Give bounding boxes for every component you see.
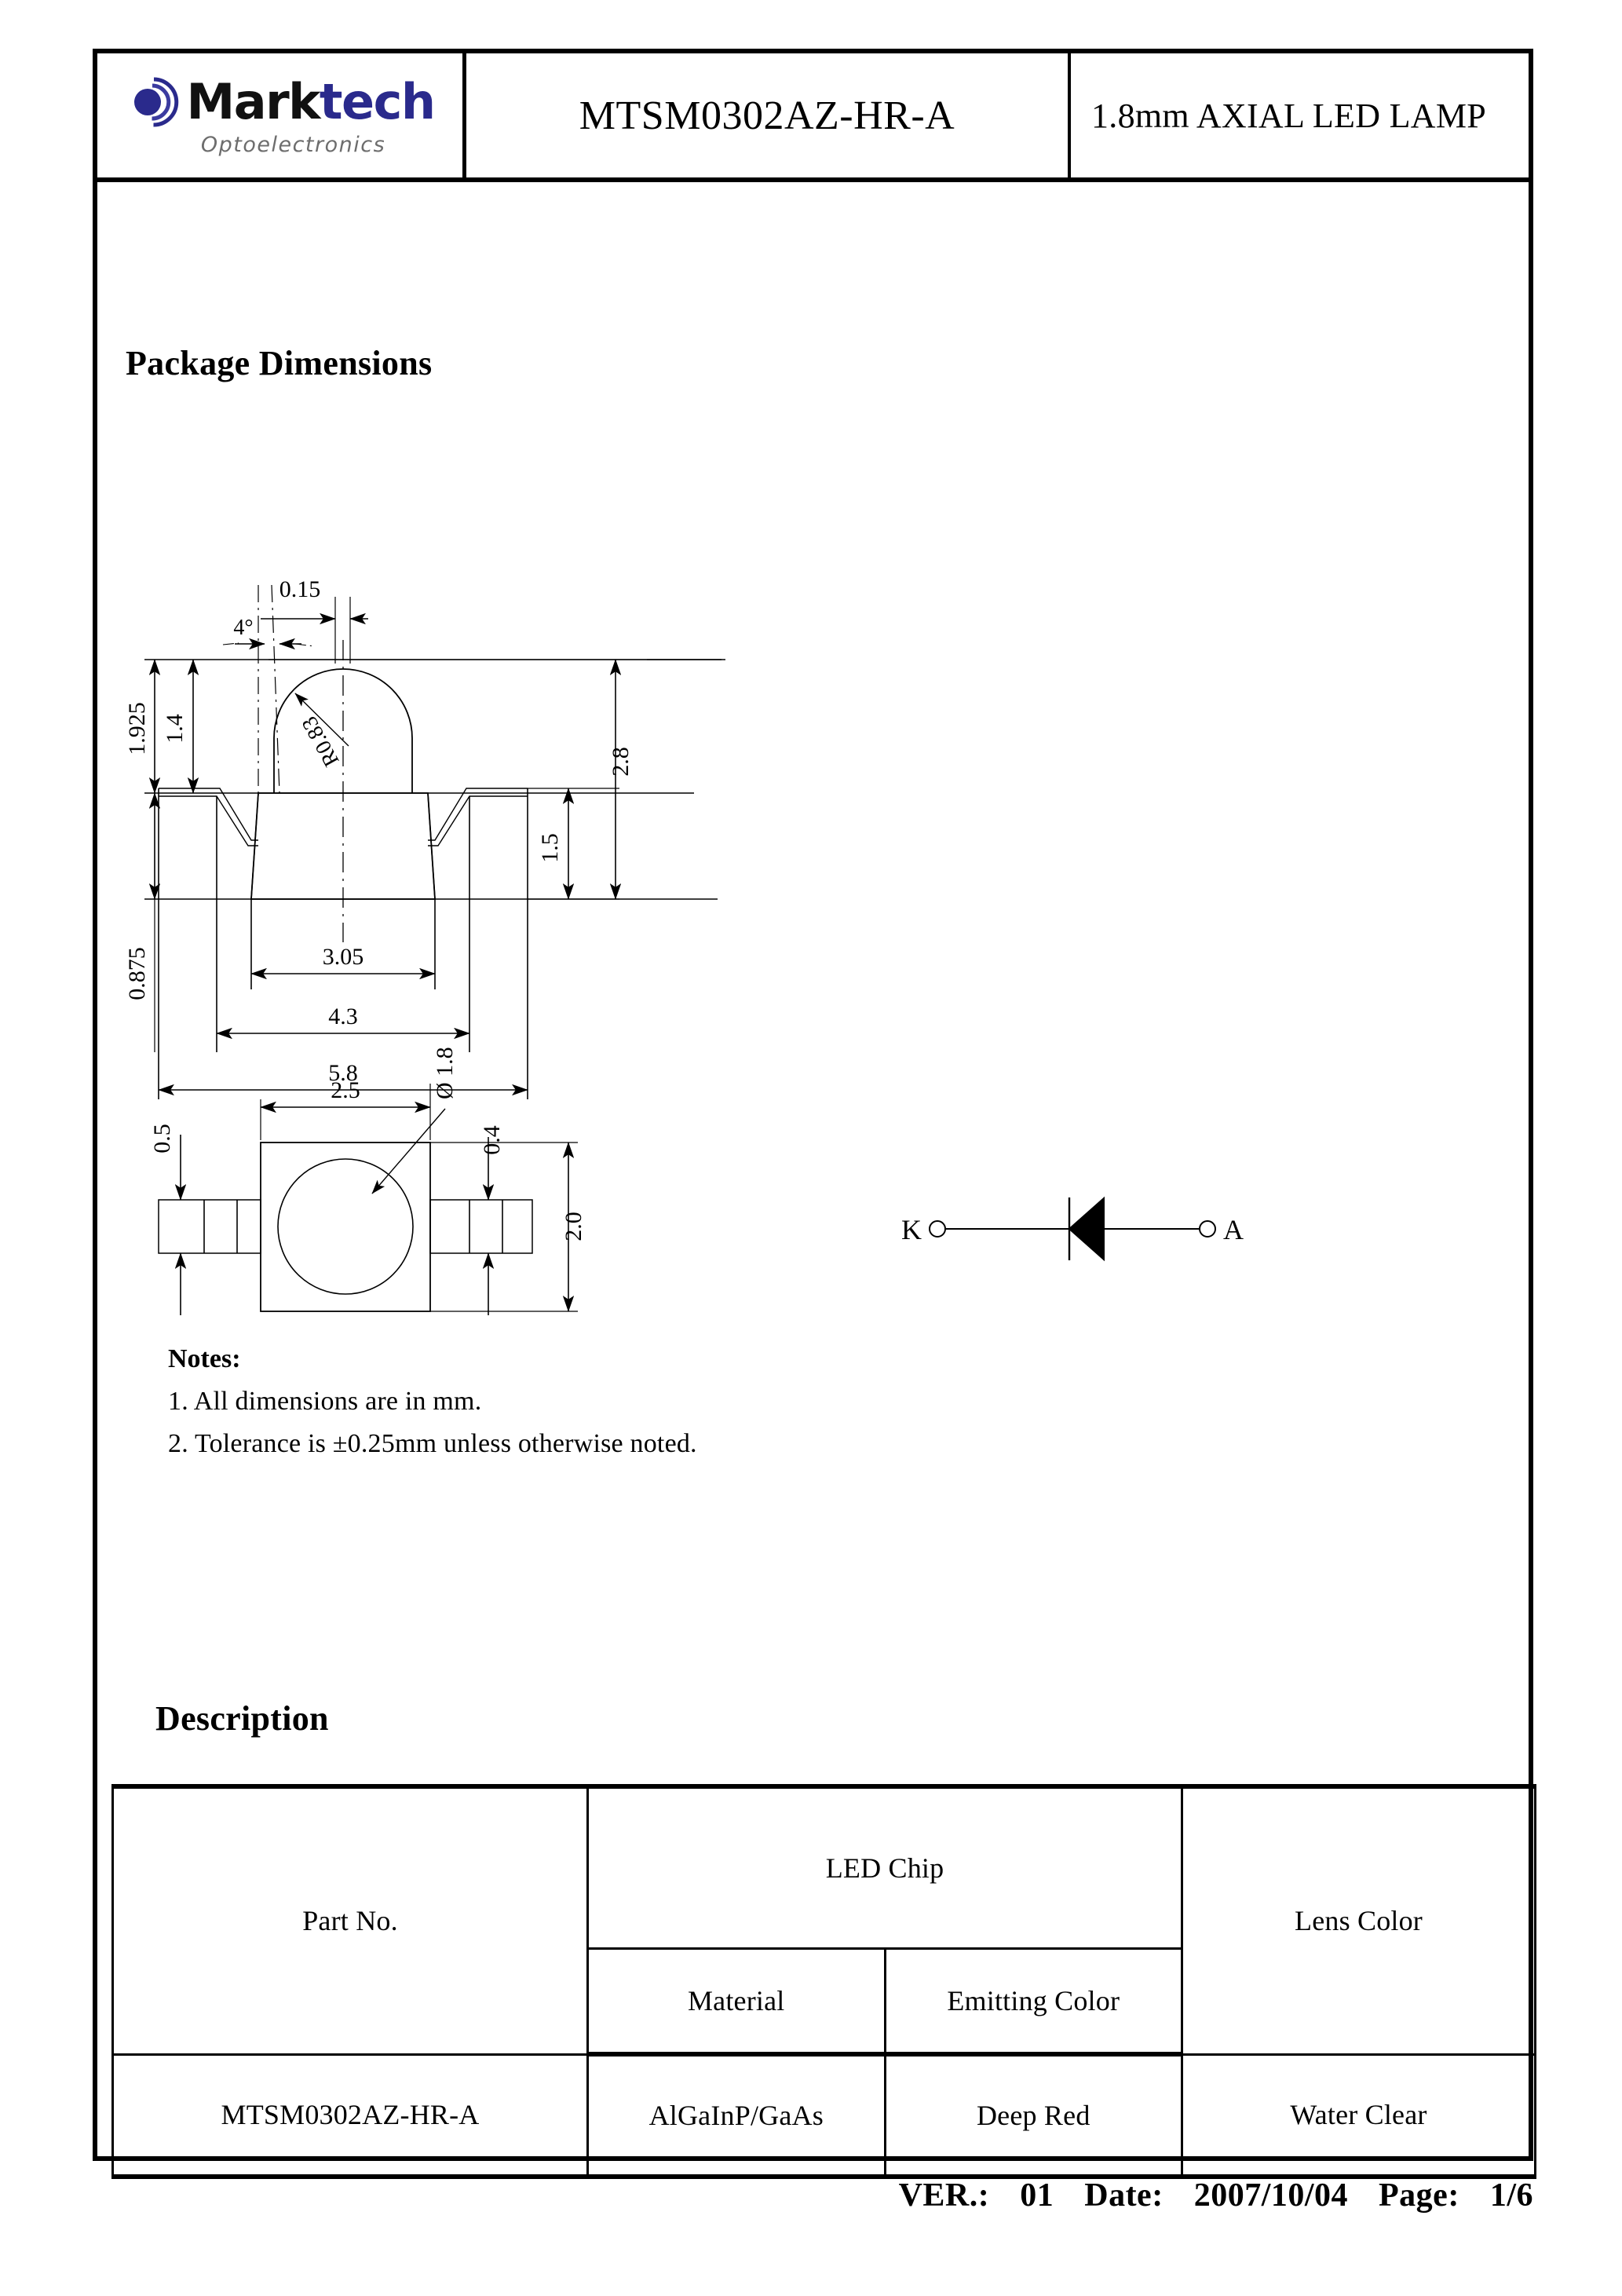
table-row: MTSM0302AZ-HR-A AlGaInP/GaAs Deep Red Wa…: [111, 2053, 1536, 2179]
dim-lens-diameter: Ø 1.8: [432, 1047, 458, 1099]
logo-brand-tech: tech: [319, 72, 436, 130]
note-item-2: 2. Tolerance is ±0.25mm unless otherwise…: [168, 1429, 697, 1458]
dim-body-width-outer: 4.3: [328, 1004, 358, 1029]
description-heading: Description: [155, 1699, 329, 1738]
footer-date-value: 2007/10/04: [1193, 2177, 1349, 2214]
cell-part-no: MTSM0302AZ-HR-A: [111, 2053, 589, 2179]
footer-date-label: Date:: [1084, 2177, 1164, 2214]
dim-body-height-right: 1.5: [537, 833, 563, 863]
package-dimension-drawing: 0.15 4° R0.83 1.925 1.4 0.875 2.8 1.5 3.…: [97, 503, 1432, 1335]
dim-top-body-height: 2.0: [561, 1212, 586, 1241]
logo-tagline: Optoelectronics: [200, 132, 386, 157]
dim-overall-height: 1.925: [124, 702, 150, 755]
header-lens-color: Lens Color: [1181, 1784, 1536, 2056]
footer-page-value: 1/6: [1489, 2177, 1533, 2214]
notes-block: Notes: 1. All dimensions are in mm. 2. T…: [168, 1344, 697, 1472]
product-description: 1.8mm AXIAL LED LAMP: [1091, 96, 1487, 135]
dim-draft-angle: 4°: [233, 616, 253, 640]
dim-lens-radius: R0.83: [298, 712, 345, 770]
dim-body-to-base: 0.875: [124, 947, 150, 1000]
schematic-anode-label: A: [1223, 1214, 1244, 1245]
document-footer: VER.: 01 Date: 2007/10/04 Page: 1/6: [0, 2177, 1533, 2214]
dim-lead-width: 0.4: [479, 1125, 505, 1155]
cell-lens-color: Water Clear: [1181, 2053, 1536, 2179]
footer-version-value: 01: [1020, 2177, 1054, 2214]
header-led-chip: LED Chip: [586, 1784, 1183, 1950]
footer-version-label: VER.:: [898, 2177, 990, 2214]
dim-overall-width: 5.8: [328, 1060, 358, 1086]
dim-top-width: 0.15: [279, 576, 321, 602]
package-dimensions-heading: Package Dimensions: [126, 344, 433, 382]
schematic-cathode-label: K: [901, 1214, 922, 1245]
notes-title: Notes:: [168, 1344, 241, 1373]
cell-emitting-color: Deep Red: [883, 2053, 1183, 2179]
header-emitting-color: Emitting Color: [883, 1947, 1183, 2057]
dim-body-width-inner: 3.05: [323, 944, 364, 970]
header-product-description-cell: 1.8mm AXIAL LED LAMP: [1071, 53, 1529, 177]
note-item-1: 1. All dimensions are in mm.: [168, 1387, 482, 1416]
dim-top-body-width: 2.5: [331, 1077, 360, 1103]
table-subheader-row: Material Emitting Color: [113, 1947, 1536, 2057]
header-material: Material: [586, 1947, 886, 2057]
dim-lead-offset: 0.5: [149, 1124, 175, 1153]
drawing-svg: 0.15 4° R0.83 1.925 1.4 0.875 2.8 1.5 3.…: [124, 576, 1244, 1315]
description-table: Part No. LED Chip Lens Color Material Em…: [111, 1784, 1536, 2179]
dim-total-height-right: 2.8: [608, 747, 634, 777]
footer-page-label: Page:: [1379, 2177, 1459, 2214]
diode-schematic: K A: [901, 1196, 1244, 1262]
header-part-no: Part No.: [111, 1784, 589, 2056]
part-number: MTSM0302AZ-HR-A: [579, 93, 955, 138]
dim-dome-height: 1.4: [162, 714, 188, 744]
header-part-number-cell: MTSM0302AZ-HR-A: [466, 53, 1071, 177]
document-header: Marktech Optoelectronics MTSM0302AZ-HR-A…: [97, 53, 1529, 182]
cell-material: AlGaInP/GaAs: [586, 2053, 886, 2179]
company-logo: Marktech Optoelectronics: [97, 53, 466, 177]
table-header-row: Part No. LED Chip Lens Color: [111, 1784, 1536, 2056]
logo-brand-mark: Mark: [186, 72, 321, 130]
marktech-swirl-icon: [126, 75, 181, 130]
